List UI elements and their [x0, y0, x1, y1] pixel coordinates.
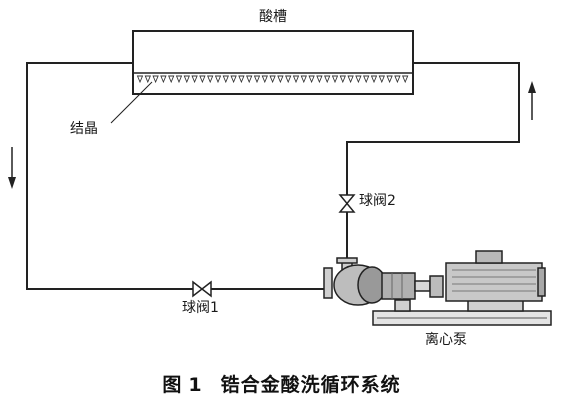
ball-valve-2-label: 球阀2	[359, 193, 396, 209]
crystal-mark	[386, 75, 393, 84]
crystal-deposits	[136, 75, 409, 84]
crystal-mark	[277, 75, 284, 84]
crystal-mark	[370, 75, 378, 84]
crystal-mark	[144, 75, 151, 84]
crystal-mark	[347, 75, 354, 84]
ball-valve-1	[192, 280, 212, 298]
crystal-mark	[230, 75, 237, 84]
centrifugal-pump	[323, 250, 552, 326]
crystal-mark	[339, 75, 346, 84]
crystal-mark	[207, 75, 214, 84]
crystal-mark	[324, 75, 331, 84]
crystal-mark	[308, 75, 315, 84]
crystal-mark	[253, 75, 261, 84]
crystal-mark	[331, 75, 339, 84]
crystal-mark	[152, 75, 159, 84]
figure-prefix: 图	[162, 374, 183, 396]
crystal-mark	[292, 75, 300, 84]
crystal-leader-line	[110, 81, 153, 124]
crystal-mark	[175, 75, 183, 84]
figure-title: 锆合金酸洗循环系统	[220, 374, 401, 396]
crystal-mark	[168, 75, 175, 84]
crystal-mark	[222, 75, 229, 84]
crystal-mark	[261, 75, 268, 84]
ball-valve-1-label: 球阀1	[182, 300, 219, 316]
acid-tank-label: 酸槽	[259, 9, 287, 25]
crystal-mark	[238, 75, 245, 84]
crystal-mark	[269, 75, 276, 84]
crystal-mark	[402, 75, 409, 84]
flow-arrow-down	[8, 147, 16, 189]
crystal-mark	[285, 75, 292, 84]
crystal-mark	[136, 75, 144, 84]
pipe-left	[26, 62, 193, 290]
crystal-mark	[160, 75, 167, 84]
crystal-mark	[183, 75, 190, 84]
pipe-lines	[26, 62, 520, 290]
centrifugal-pump-label: 离心泵	[425, 332, 467, 348]
crystal-mark	[363, 75, 370, 84]
crystal-mark	[191, 75, 198, 84]
crystal-mark	[316, 75, 323, 84]
acid-tank	[132, 30, 414, 95]
crystal-mark	[355, 75, 362, 84]
pipe-right-upper	[346, 62, 520, 195]
crystal-mark	[246, 75, 253, 84]
crystal-mark	[378, 75, 385, 84]
figure-number: 1	[188, 374, 203, 396]
crystal-label: 结晶	[70, 121, 98, 137]
crystal-mark	[300, 75, 307, 84]
flow-arrow-up	[528, 81, 536, 120]
crystal-mark	[214, 75, 222, 84]
crystal-mark	[394, 75, 401, 84]
crystal-mark	[199, 75, 206, 84]
ball-valve-2	[338, 194, 356, 213]
